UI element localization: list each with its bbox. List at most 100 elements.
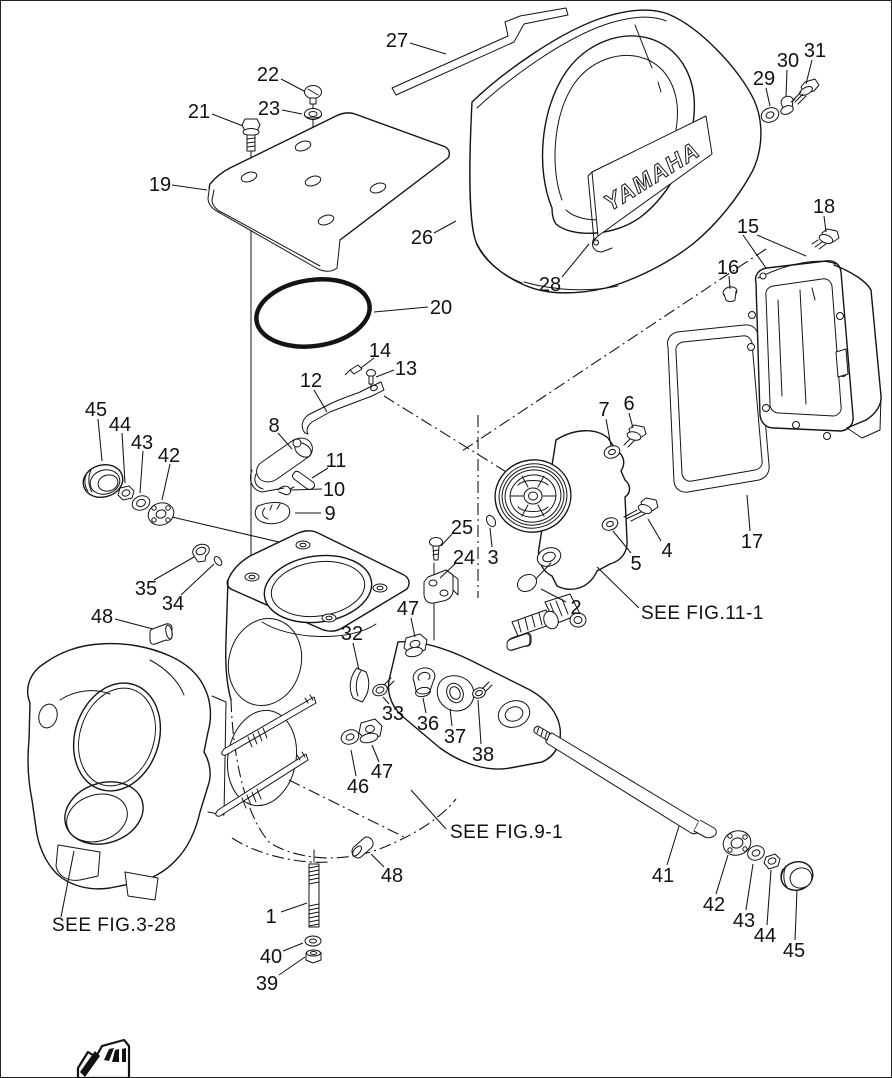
grommet-23 xyxy=(304,108,322,120)
callout-leader-8 xyxy=(277,432,293,450)
callout-leader-16 xyxy=(728,275,731,290)
callout-leader-42 xyxy=(715,854,729,895)
callout-leader-1 xyxy=(280,902,308,913)
left-mount-group xyxy=(82,464,297,645)
callout-15: 15 xyxy=(737,216,759,238)
callout-27: 27 xyxy=(386,30,408,52)
callout-36: 36 xyxy=(417,713,439,735)
callout-7: 7 xyxy=(598,399,609,421)
callout-45: 45 xyxy=(85,399,107,421)
callout-leader-46 xyxy=(350,749,357,777)
callout-34: 34 xyxy=(162,593,184,615)
callout-leader-3 xyxy=(489,527,493,548)
bolt-18 xyxy=(811,228,840,250)
callout-leader-44 xyxy=(766,869,772,926)
screw-22 xyxy=(304,85,322,105)
clamp-bracket-group xyxy=(27,642,317,901)
spacer-48-right xyxy=(351,836,374,859)
callout-leader-7 xyxy=(605,418,612,447)
washer-43-right xyxy=(747,845,765,861)
air-box-group xyxy=(667,228,882,493)
shaft-clamp xyxy=(506,609,559,651)
callout-leader-31 xyxy=(805,59,813,85)
washer-7 xyxy=(603,445,621,459)
bushing-36 xyxy=(412,667,436,698)
callout-17: 17 xyxy=(741,531,763,553)
callout-32: 32 xyxy=(341,623,363,645)
brand-badge xyxy=(591,115,713,237)
callout-leader-34 xyxy=(180,563,215,596)
callout-leader-47 xyxy=(371,744,380,763)
housing-corner-holes xyxy=(244,540,388,623)
callout-leader-47 xyxy=(410,617,416,638)
cable-clamp-9 xyxy=(254,502,291,525)
roller-8 xyxy=(249,437,313,493)
callout-leader-22 xyxy=(280,78,305,92)
nut-44-right xyxy=(763,853,781,870)
callout-43: 43 xyxy=(131,432,153,454)
callout-43: 43 xyxy=(733,910,755,932)
callout-38: 38 xyxy=(472,744,494,766)
callout-leader-28 xyxy=(561,243,590,278)
washer-46 xyxy=(340,729,360,745)
plate-holes xyxy=(240,140,387,226)
nut-39 xyxy=(305,949,322,964)
callout-leader-14 xyxy=(360,357,375,369)
callout-9: 9 xyxy=(324,503,335,525)
callout-leader-36 xyxy=(422,697,427,714)
callout-leader-32 xyxy=(352,642,360,671)
pin-34 xyxy=(213,556,223,566)
top-cowling: YAMAHA xyxy=(391,7,762,294)
callout-24: 24 xyxy=(453,547,475,569)
reference-leader-fig-9-1 xyxy=(410,789,447,830)
nut-47-upper xyxy=(403,633,428,658)
callout-8: 8 xyxy=(268,415,279,437)
hook-10 xyxy=(277,485,295,496)
callout-leader-45 xyxy=(794,889,798,941)
bracket-24 xyxy=(423,569,459,604)
linkage-group xyxy=(249,364,385,525)
callout-33: 33 xyxy=(382,703,404,725)
callout-leader-17 xyxy=(746,494,751,532)
callout-leader-20 xyxy=(373,306,429,313)
callout-leader-5 xyxy=(612,530,632,554)
spacer-48-left xyxy=(149,623,173,645)
reference-leader-fig-3-28 xyxy=(60,850,75,918)
damper-disc-42-right xyxy=(722,830,752,856)
callout-leader-38 xyxy=(477,699,482,745)
callout-29: 29 xyxy=(753,68,775,90)
callout-1: 1 xyxy=(265,906,276,928)
callout-leader-6 xyxy=(628,412,634,429)
callout-leader-19 xyxy=(171,184,208,191)
callout-2: 2 xyxy=(570,597,581,619)
callout-39: 39 xyxy=(256,973,278,995)
pin-3 xyxy=(485,514,497,528)
callout-46: 46 xyxy=(347,776,369,798)
shift-rod-41 xyxy=(545,732,703,835)
callout-13: 13 xyxy=(395,358,417,380)
callout-leader-29 xyxy=(765,87,771,107)
cowling-shell xyxy=(469,9,762,294)
screw-33 xyxy=(372,677,395,697)
o-ring-20 xyxy=(254,277,372,349)
callout-16: 16 xyxy=(717,257,739,279)
clip-14 xyxy=(344,364,363,376)
knob-2 xyxy=(516,573,538,593)
callout-leader-42 xyxy=(161,463,171,501)
callout-leader-43 xyxy=(745,863,754,911)
callout-44: 44 xyxy=(754,925,776,947)
callout-23: 23 xyxy=(258,98,280,120)
callout-11: 11 xyxy=(326,450,347,472)
reference-fig-11-1: SEE FIG.11-1 xyxy=(641,603,764,624)
callout-47: 47 xyxy=(397,598,419,620)
callout-48: 48 xyxy=(91,606,113,628)
callout-45: 45 xyxy=(783,940,805,962)
rod-group xyxy=(533,725,814,891)
callout-37: 37 xyxy=(444,726,466,748)
callout-leader-27 xyxy=(409,42,447,55)
callout-41: 41 xyxy=(652,865,674,887)
washer-40 xyxy=(304,935,322,947)
